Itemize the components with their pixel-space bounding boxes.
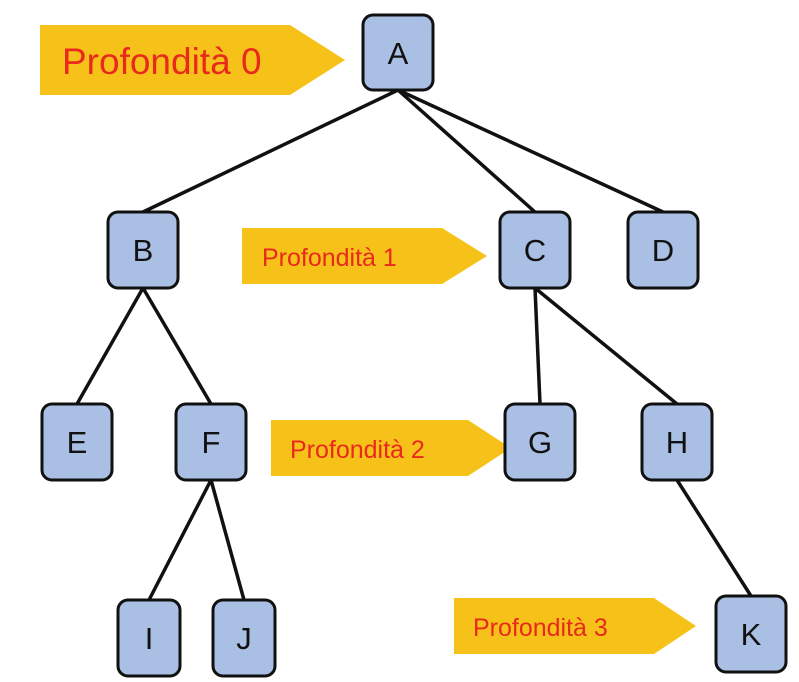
node-d-label: D: [652, 233, 674, 268]
depth-label-2: Profondità 2: [271, 420, 511, 476]
node-d: D: [626, 210, 700, 290]
edge-c-h: [533, 286, 679, 406]
node-k: K: [714, 594, 788, 674]
node-b-label: B: [133, 233, 154, 268]
node-e: E: [40, 402, 114, 482]
node-f-label: F: [202, 425, 221, 460]
node-g: G: [503, 402, 577, 482]
node-g-label: G: [528, 425, 552, 460]
edge-c-g: [533, 286, 542, 406]
edge-b-f: [141, 286, 213, 406]
node-a-label: A: [388, 36, 409, 71]
edge-f-j: [209, 478, 246, 602]
depth-label-1-text: Profondità 1: [262, 244, 397, 272]
edge-a-d: [396, 88, 665, 214]
edge-b-e: [75, 286, 145, 406]
node-i: I: [116, 598, 182, 678]
node-j: J: [211, 598, 277, 678]
node-h-label: H: [666, 425, 688, 460]
node-c: C: [498, 210, 572, 290]
node-h: H: [640, 402, 714, 482]
edge-f-i: [147, 478, 213, 602]
edge-a-c: [396, 88, 537, 214]
node-c-label: C: [524, 233, 546, 268]
node-i-label: I: [145, 621, 154, 656]
depth-label-0: Profondità 0: [40, 25, 345, 95]
edge-h-k: [675, 478, 753, 598]
edge-a-b: [141, 88, 400, 214]
depth-label-1: Profondità 1: [242, 228, 487, 284]
depth-label-2-text: Profondità 2: [290, 436, 425, 464]
node-b: B: [106, 210, 180, 290]
depth-label-0-text: Profondità 0: [62, 41, 262, 82]
node-f: F: [174, 402, 248, 482]
node-k-label: K: [741, 617, 762, 652]
node-j-label: J: [236, 621, 252, 656]
edges: [75, 88, 753, 602]
depth-label-3-text: Profondità 3: [473, 614, 608, 642]
node-e-label: E: [67, 425, 88, 460]
depth-label-3: Profondità 3: [454, 598, 696, 654]
node-a: A: [361, 13, 435, 92]
